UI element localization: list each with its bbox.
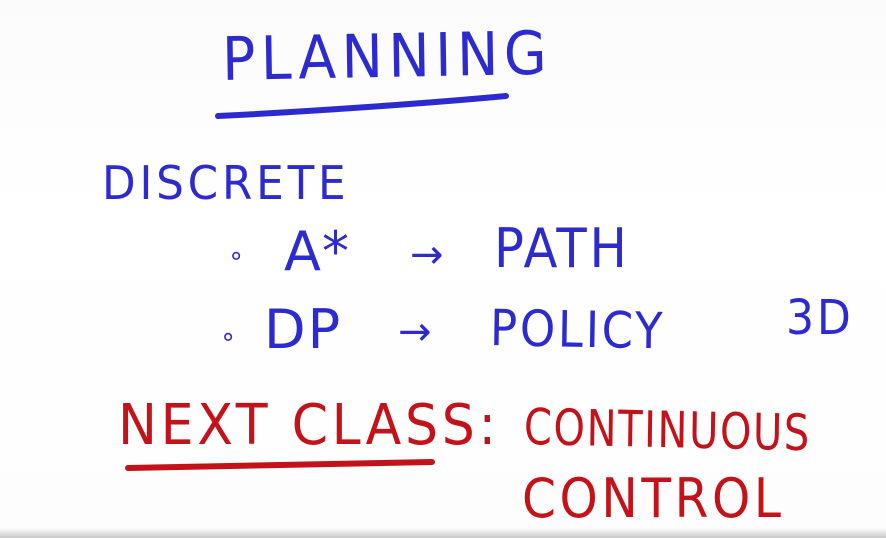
arrow-right-icon: → (410, 232, 446, 278)
title-underline (215, 93, 509, 119)
method-a-star: A* (284, 220, 350, 283)
bullet-icon: ∘ (228, 241, 247, 271)
result-policy: POLICY (489, 299, 666, 361)
next-class-underline (125, 459, 435, 471)
next-class-topic-line1: CONTINUOUS (523, 398, 812, 463)
method-dp: DP (264, 298, 343, 361)
board-bottom-edge (0, 528, 886, 538)
arrow-right-icon: → (398, 309, 434, 355)
bullet-icon: ∘ (220, 322, 239, 352)
side-note-3d: 3D (786, 290, 854, 346)
next-class-topic-line2: CONTROL (522, 467, 785, 530)
page-title: PLANNING (221, 18, 553, 95)
next-class-label: NEXT CLASS: (118, 393, 500, 458)
result-path: PATH (494, 217, 630, 280)
discrete-heading: DISCRETE (102, 156, 350, 210)
